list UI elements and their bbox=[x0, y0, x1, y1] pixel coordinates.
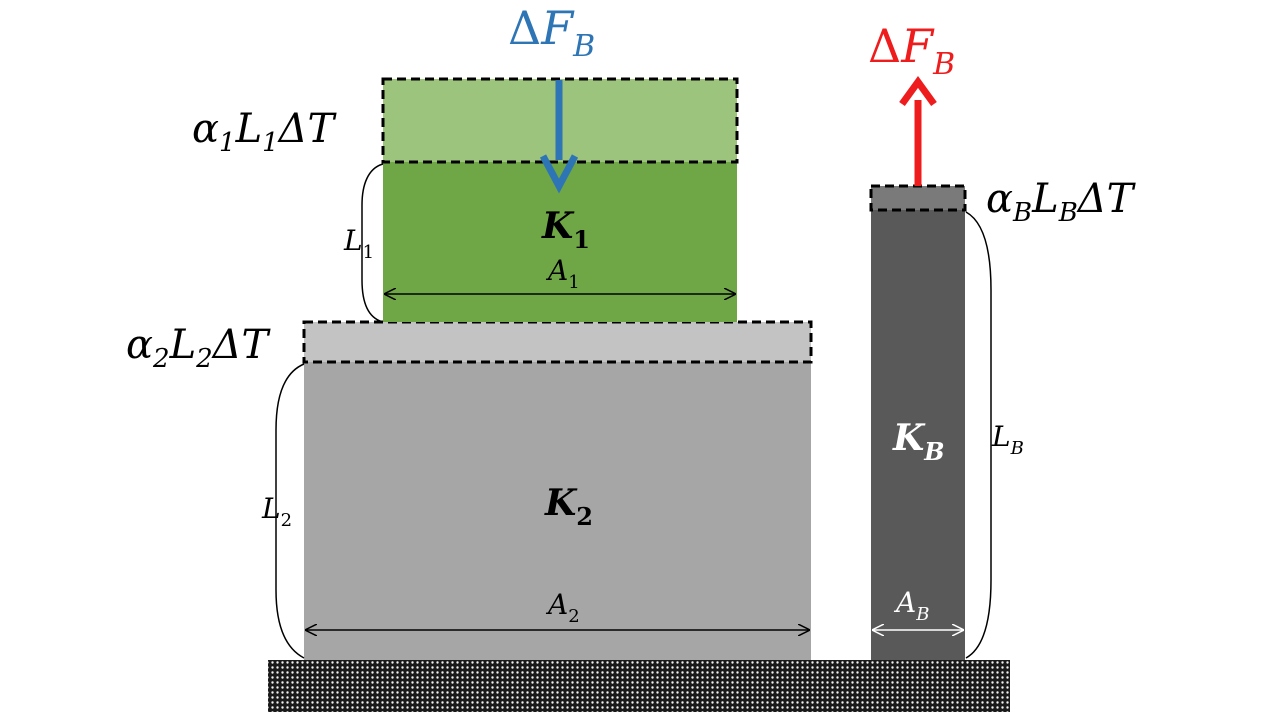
bolt-b-expansion bbox=[869, 184, 967, 212]
stiffness-label-b: KB bbox=[892, 417, 945, 466]
expansion-label-2: α2L2ΔT bbox=[126, 322, 272, 374]
ground-base bbox=[268, 660, 1010, 712]
length-1-brace bbox=[361, 163, 384, 323]
length-label-1: L1 bbox=[343, 224, 374, 263]
spring-2-body bbox=[304, 362, 811, 660]
force-label-top: ΔFB bbox=[508, 1, 595, 64]
length-label-b: LB bbox=[991, 420, 1024, 459]
stiffness-label-2: K2 bbox=[544, 482, 593, 531]
area-label-1: A1 bbox=[545, 254, 580, 293]
expansion-label-b: αBLBΔT bbox=[986, 176, 1137, 228]
stiffness-label-1: K1 bbox=[541, 205, 590, 254]
force-arrow-down bbox=[539, 80, 579, 194]
bolt-b-body bbox=[871, 210, 965, 660]
length-b-brace bbox=[965, 211, 992, 659]
length-label-2: L2 bbox=[261, 492, 292, 531]
area-label-b: AB bbox=[893, 586, 929, 625]
force-label-right: ΔFB bbox=[868, 19, 955, 82]
area-label-2: A2 bbox=[545, 588, 580, 627]
length-2-brace bbox=[275, 363, 305, 659]
spring-2-expansion bbox=[302, 320, 813, 364]
expansion-label-1: α1L1ΔT bbox=[192, 106, 338, 158]
force-arrow-up bbox=[899, 76, 937, 186]
